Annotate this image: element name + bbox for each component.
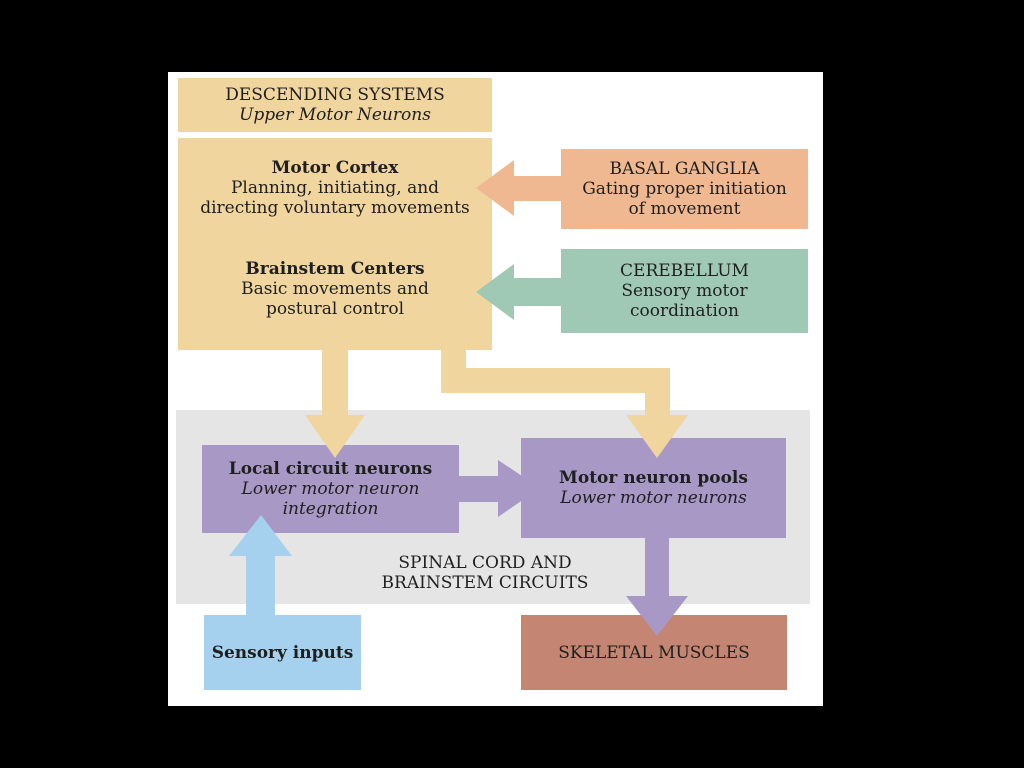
local-circuit-neurons-box: Local circuit neurons Lower motor neuron… — [202, 445, 459, 533]
spinal-label-line2: BRAINSTEM CIRCUITS — [381, 573, 589, 593]
cerebellum-line2: coordination — [630, 301, 739, 321]
arrow-up-icon — [229, 515, 292, 615]
brainstem-centers-block: Brainstem Centers Basic movements and po… — [178, 259, 492, 319]
cerebellum-box: CEREBELLUM Sensory motor coordination — [561, 249, 808, 333]
motor-neuron-pools-box: Motor neuron pools Lower motor neurons — [521, 438, 786, 538]
cerebellum-line1: Sensory motor — [621, 281, 748, 301]
upper-motor-neurons-box: Motor Cortex Planning, initiating, and d… — [178, 138, 492, 350]
cerebellum-title: CEREBELLUM — [620, 261, 749, 281]
motor-cortex-line2: directing voluntary movements — [200, 198, 470, 218]
sensory-inputs-title: Sensory inputs — [211, 642, 354, 663]
descending-systems-title: DESCENDING SYSTEMS — [225, 85, 445, 105]
brainstem-centers-line1: Basic movements and — [241, 279, 429, 299]
brainstem-centers-line2: postural control — [265, 299, 405, 319]
local-circuit-title: Local circuit neurons — [228, 459, 433, 479]
motor-neuron-pools-line1: Lower motor neurons — [560, 488, 747, 508]
arrow-down-icon — [305, 350, 365, 458]
brainstem-centers-title: Brainstem Centers — [245, 259, 425, 279]
skeletal-muscles-title: SKELETAL MUSCLES — [558, 642, 750, 663]
motor-cortex-block: Motor Cortex Planning, initiating, and d… — [178, 158, 492, 218]
sensory-inputs-box: Sensory inputs — [204, 615, 361, 690]
spinal-label-line1: SPINAL CORD AND — [398, 553, 572, 573]
descending-systems-subtitle: Upper Motor Neurons — [239, 105, 431, 125]
arrow-down-icon — [441, 350, 688, 458]
arrow-right-icon — [459, 460, 540, 517]
motor-cortex-line1: Planning, initiating, and — [230, 178, 440, 198]
basal-ganglia-title: BASAL GANGLIA — [609, 159, 760, 179]
motor-cortex-title: Motor Cortex — [271, 158, 399, 178]
arrow-left-icon — [476, 264, 561, 320]
basal-ganglia-line2: of movement — [628, 199, 741, 219]
arrow-left-icon — [476, 160, 561, 216]
arrow-down-icon — [626, 538, 688, 636]
descending-systems-box: DESCENDING SYSTEMS Upper Motor Neurons — [178, 78, 492, 132]
local-circuit-line1: Lower motor neuron — [241, 479, 420, 499]
basal-ganglia-box: BASAL GANGLIA Gating proper initiation o… — [561, 149, 808, 229]
motor-neuron-pools-title: Motor neuron pools — [559, 468, 748, 488]
basal-ganglia-line1: Gating proper initiation — [582, 179, 787, 199]
spinal-cord-label: SPINAL CORD AND BRAINSTEM CIRCUITS — [360, 552, 610, 594]
local-circuit-line2: integration — [282, 499, 379, 519]
